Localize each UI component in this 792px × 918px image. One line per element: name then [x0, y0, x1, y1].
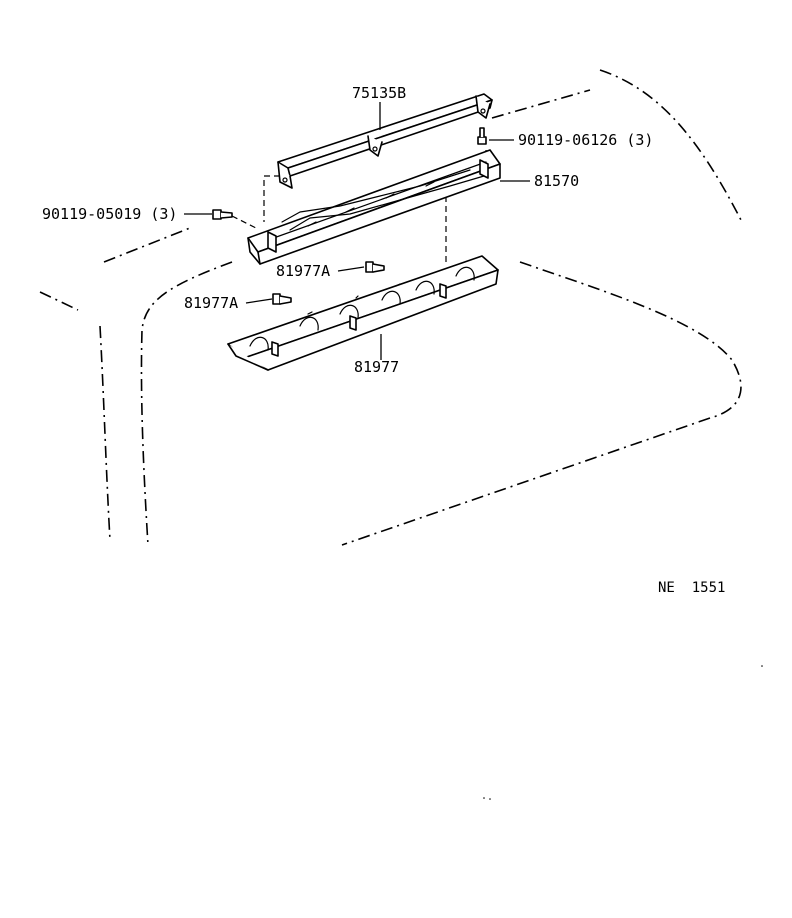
label-75135B: 75135B — [352, 84, 406, 102]
screw-90119-06126 — [477, 127, 487, 145]
label-90119-05019: 90119-05019 (3) — [42, 205, 177, 223]
lamp-assembly-81570 — [247, 149, 501, 265]
label-90119-06126: 90119-06126 (3) — [518, 131, 653, 149]
cover-81977 — [227, 255, 499, 371]
leader-lines — [184, 102, 530, 360]
label-81570: 81570 — [534, 172, 579, 190]
screw-90119-05019 — [212, 209, 233, 220]
reference-code: NE 1551 — [658, 580, 725, 596]
trim-strip-75135B — [277, 93, 493, 189]
clip-81977A-upper — [365, 261, 385, 273]
window-outline — [39, 69, 743, 546]
label-81977A-upper: 81977A — [276, 262, 330, 280]
specks — [483, 665, 763, 800]
clip-81977A-lower — [272, 293, 292, 305]
label-81977A-lower: 81977A — [184, 294, 238, 312]
label-81977: 81977 — [354, 358, 399, 376]
